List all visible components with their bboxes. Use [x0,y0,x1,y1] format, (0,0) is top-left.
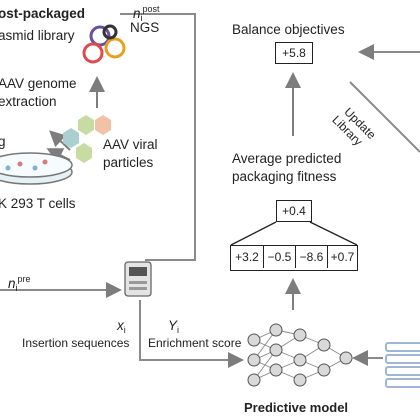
fitness-mean-box: +0.4 [276,200,312,222]
sequencer-icon [124,261,152,297]
fitness-fan [230,221,358,246]
viral-particles-line1: AAV viral [103,137,158,152]
plasmid-rings-icon [82,24,126,64]
genome-extraction-line1: AAV genome [0,76,77,91]
ngs-label: NGS [130,20,160,35]
balance-objectives-title: Balance objectives [232,22,345,37]
insertion-sequences-caption: Insertion sequences [22,336,130,350]
yi-symbol: Yi [168,318,180,335]
fitness-title-line2: packaging fitness [232,169,337,184]
plasmid-library-label: asmid library [0,28,75,43]
fitness-title-line1: Average predicted [232,151,342,166]
enrichment-score-caption: Enrichment score [148,336,242,350]
connector-post-to-sequencer [120,13,196,261]
fitness-values-row: +3.2 −0.5 −8.6 +0.7 [230,245,358,271]
xi-symbol: xi [117,318,126,335]
viral-particles-line2: particles [103,155,154,170]
fitness-value-1: +3.2 [235,250,259,264]
post-packaged-title: ost-packaged [0,6,86,21]
cell-line-label: K 293 T cells [0,196,76,211]
arrow-particles-to-extraction [49,130,71,151]
fitness-value-2: −0.5 [263,246,295,268]
viral-particle-icon [63,115,111,163]
connector-sequencer-to-model [139,300,244,368]
data-stack-icon [385,342,420,388]
predictive-model-label: Predictive model [244,400,349,415]
left-fragment-label: g [0,134,6,149]
n-post-label: nipost [133,4,160,23]
neural-network-nodes [247,323,353,387]
fitness-value-4: +0.7 [327,246,357,268]
genome-extraction-line2: extraction [0,94,57,109]
cell-culture-dish-icon [0,152,73,185]
balance-value-box: +5.8 [275,42,313,64]
arrow-update-library [349,81,420,153]
fitness-value-3: −8.6 [295,246,327,268]
n-pre-label: nipre [8,274,31,293]
